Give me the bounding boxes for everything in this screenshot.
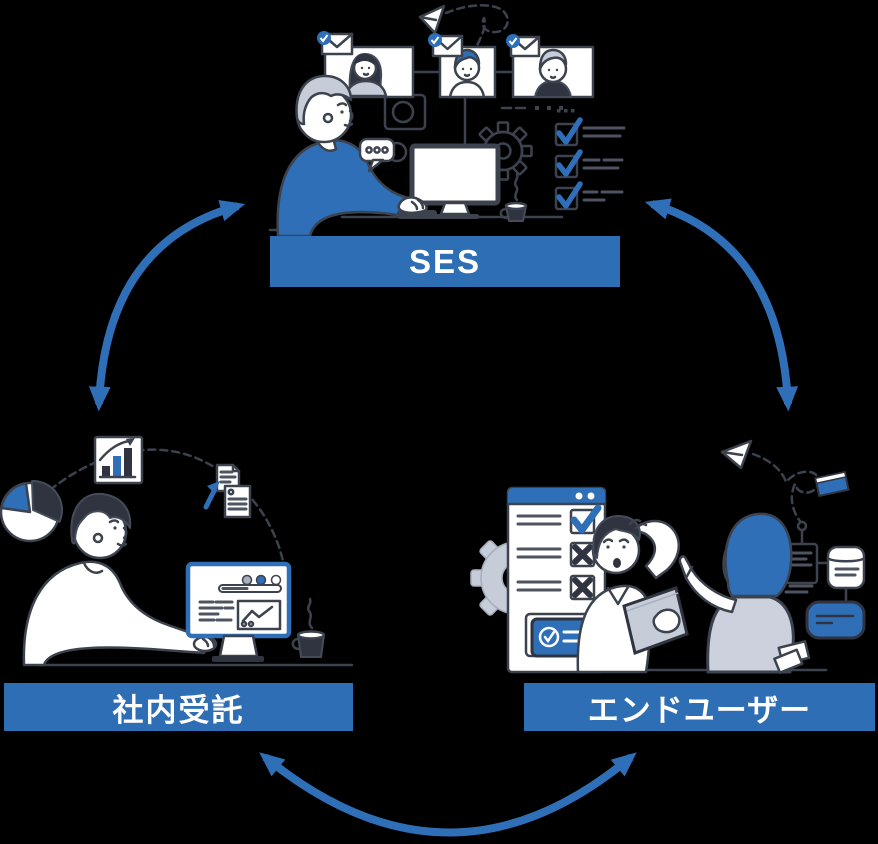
paper-plane-icon (418, 4, 509, 48)
inhouse-illustration (0, 435, 354, 667)
ses-illustration (268, 4, 626, 238)
flowchart-icon (784, 470, 866, 640)
envelope-check-icon (506, 34, 541, 58)
cursor-arrow-icon (203, 481, 220, 510)
inhouse-label-banner: 社内受託 (4, 683, 353, 731)
person-confused-man (576, 515, 689, 674)
bar-chart-growth-icon (93, 435, 144, 485)
task-checklist-icon (554, 109, 626, 211)
person-engineer (276, 74, 429, 238)
coffee-cup-icon (291, 597, 326, 658)
sticky-note-icon (814, 470, 850, 498)
arrow-inhouse-enduser (259, 752, 637, 837)
speech-bubble-icon (358, 137, 408, 173)
person-developer (22, 492, 218, 667)
ses-label-banner: SES (270, 236, 620, 287)
pie-chart-icon (0, 479, 64, 543)
enduser-illustration (470, 439, 866, 674)
envelope-check-icon (317, 31, 354, 56)
coffee-cup-icon (499, 172, 528, 222)
enduser-label: エンドユーザー (587, 692, 812, 728)
arrow-ses-inhouse (88, 200, 246, 412)
monitor-icon (185, 561, 292, 662)
inhouse-label: 社内受託 (112, 692, 245, 728)
ses-label: SES (408, 242, 482, 280)
arrow-ses-enduser (644, 198, 799, 412)
person-pointing-woman (678, 512, 811, 674)
envelope-check-icon (428, 33, 464, 58)
monitor-icon (409, 143, 501, 219)
enduser-label-banner: エンドユーザー (524, 683, 875, 731)
